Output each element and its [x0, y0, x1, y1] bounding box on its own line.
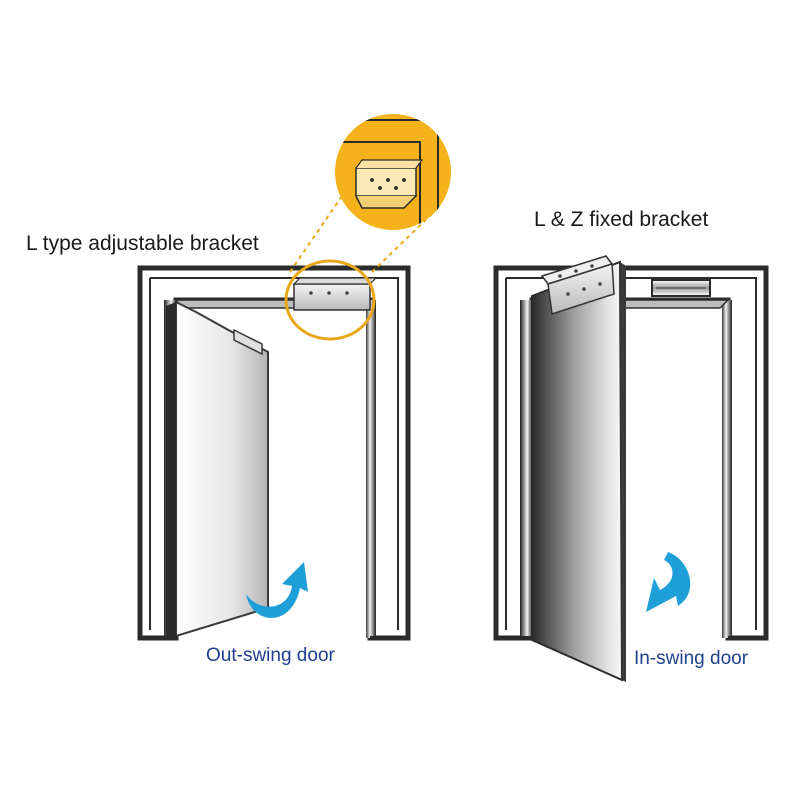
left-jamb-right: [366, 300, 376, 638]
l-type-bracket: [292, 277, 378, 311]
right-jamb-right: [722, 300, 732, 638]
out-swing-arrow-icon: [246, 562, 308, 619]
in-swing-door-leaf: [531, 260, 626, 682]
right-door-frame: [493, 265, 769, 641]
l-type-bracket-label: L type adjustable bracket: [26, 232, 259, 255]
magnetic-lock: [651, 279, 711, 297]
out-swing-door-leaf: [166, 300, 269, 638]
lz-fixed-bracket: [540, 255, 615, 315]
out-swing-door-caption: Out-swing door: [206, 645, 335, 666]
right-jamb-left: [520, 300, 532, 638]
bracket-highlight-ring: [284, 259, 376, 341]
door-armature-plate: [233, 328, 263, 356]
in-swing-arrow-icon: [646, 552, 691, 612]
in-swing-door-caption: In-swing door: [634, 648, 749, 669]
bracket-zoom-callout: [335, 114, 451, 230]
lz-fixed-bracket-label: L & Z fixed bracket: [534, 208, 709, 231]
